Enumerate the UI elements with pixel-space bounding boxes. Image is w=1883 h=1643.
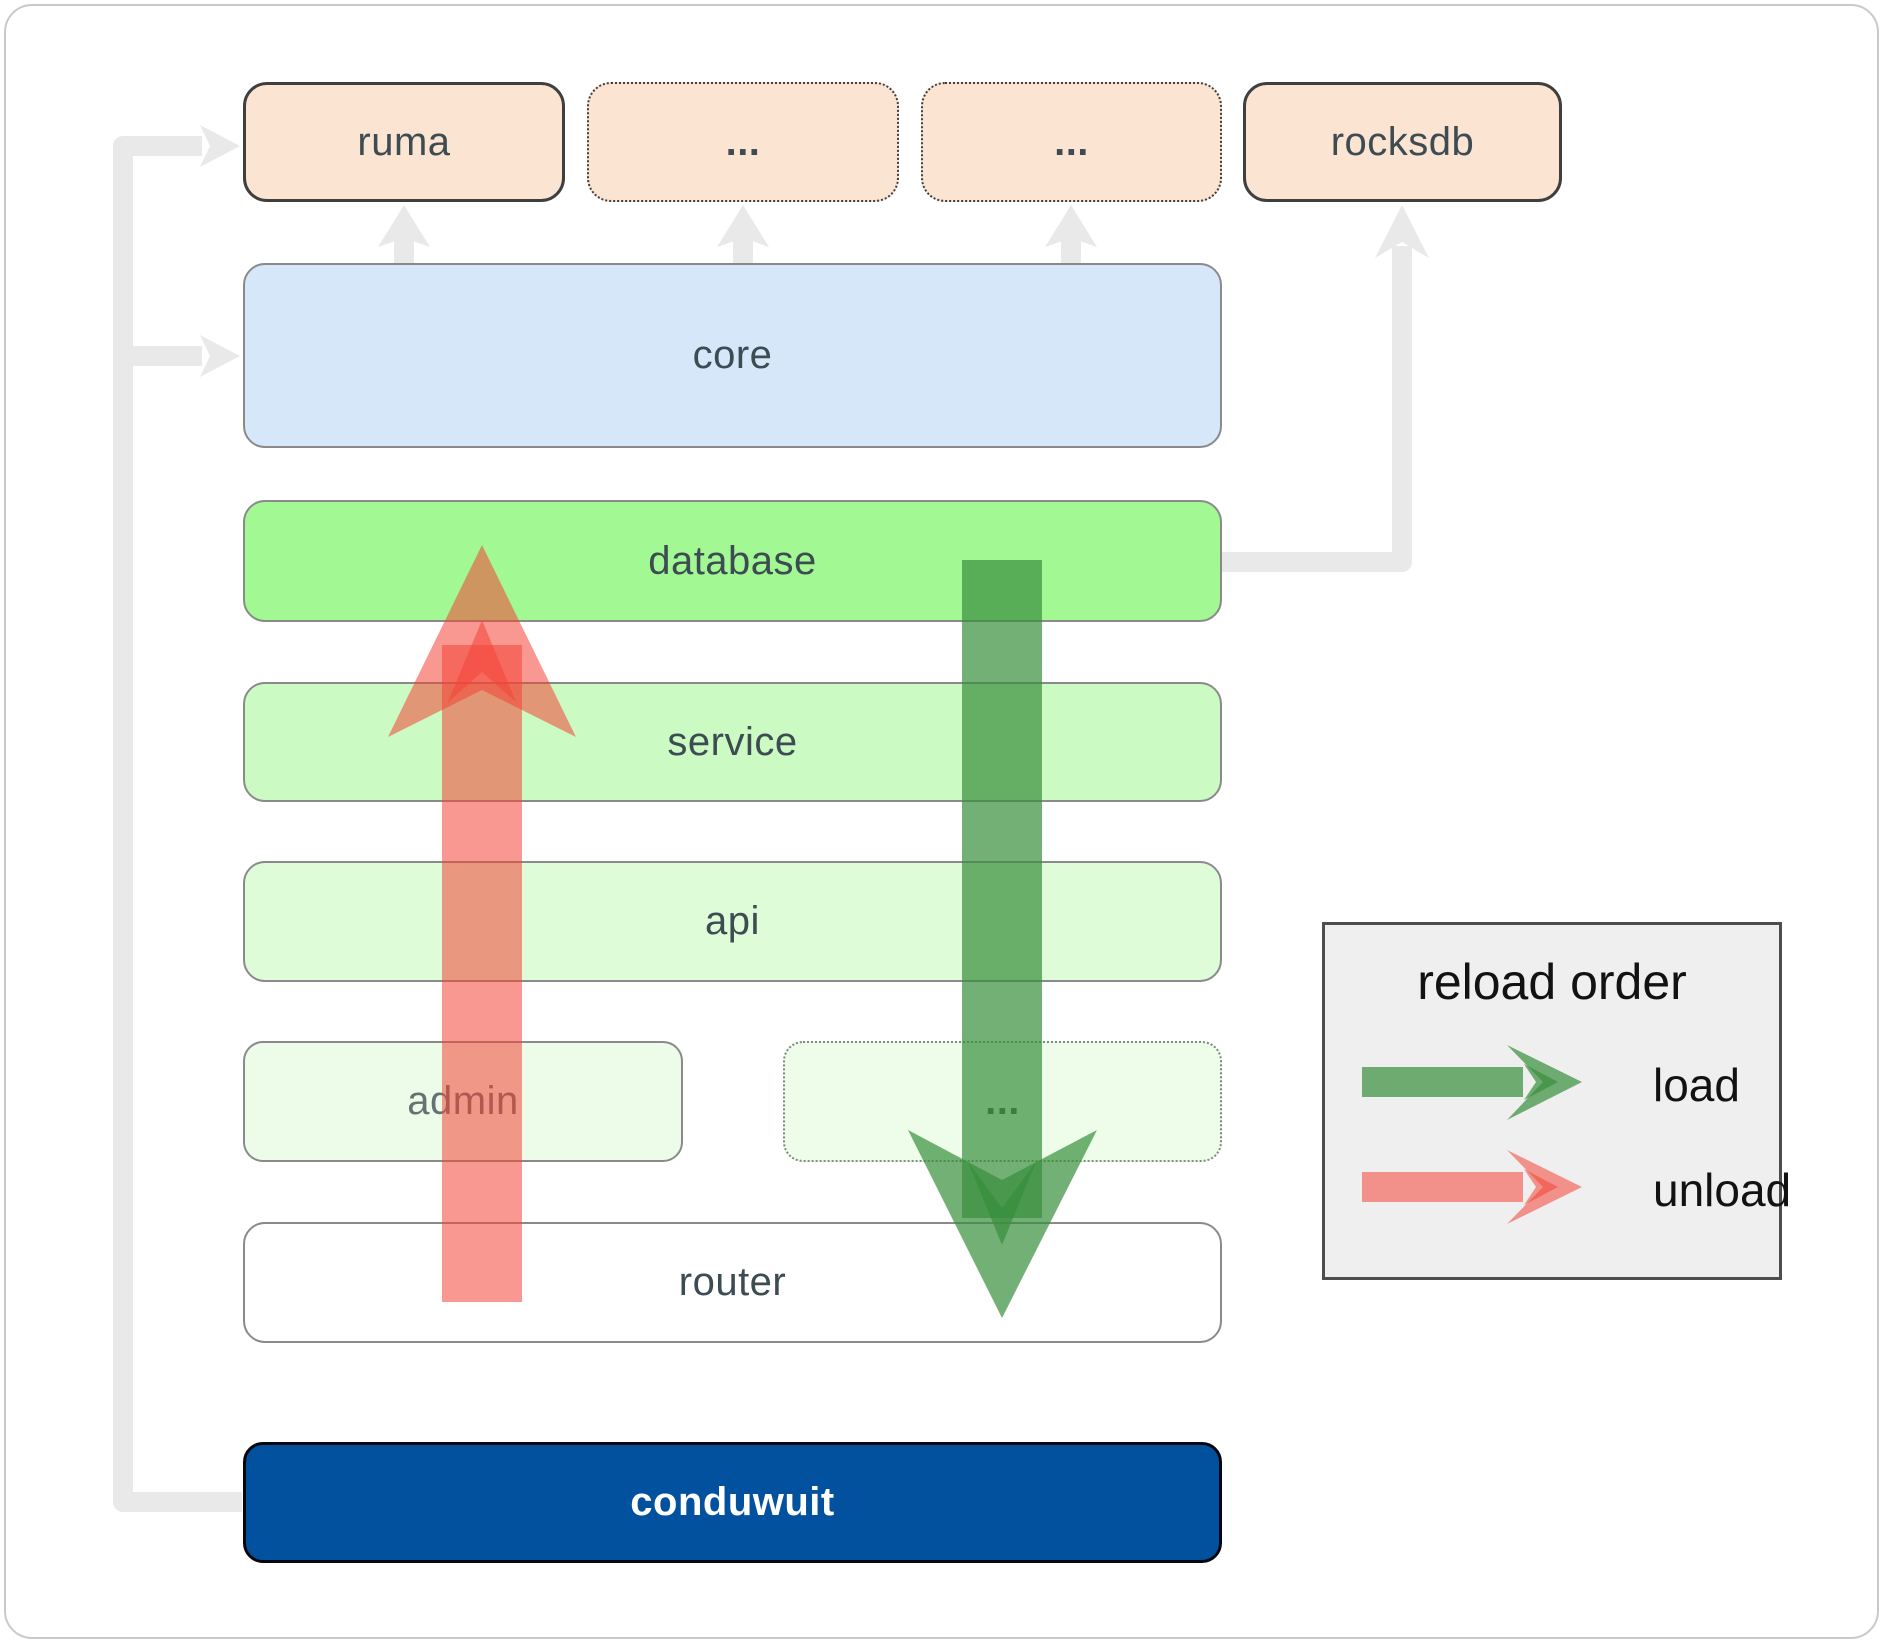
node-database-label: database (648, 538, 817, 583)
node-service-label: service (667, 719, 798, 764)
legend-load-label: load (1653, 1059, 1740, 1111)
arrowhead-into-core (200, 335, 240, 377)
node-api: api (243, 861, 1222, 982)
node-core-label: core (692, 333, 773, 377)
arrowhead-into-rocksdb (1375, 205, 1429, 258)
node-rocksdb: rocksdb (1243, 82, 1562, 202)
node-rocksdb-label: rocksdb (1330, 119, 1475, 164)
node-ruma-label: ruma (357, 119, 451, 164)
node-dots1-label: ... (725, 119, 761, 164)
node-dots-crate-2: ... (921, 82, 1222, 202)
core-to-ruma-arrow (378, 205, 430, 264)
node-service: service (243, 682, 1222, 802)
node-core: core (243, 263, 1222, 448)
node-dots-crate-1: ... (587, 82, 899, 202)
node-ruma: ruma (243, 82, 565, 202)
node-api-label: api (705, 899, 760, 943)
arrowhead-into-ruma (200, 125, 240, 167)
node-dots2-label: ... (1054, 119, 1089, 164)
node-router-label: router (678, 1260, 787, 1304)
node-database: database (243, 500, 1222, 622)
core-to-dots1-arrow (717, 205, 769, 264)
node-dots-service-more: ... (783, 1041, 1222, 1162)
node-router: router (243, 1222, 1222, 1343)
node-admin-label: admin (407, 1079, 519, 1123)
node-conduwuit: conduwuit (243, 1442, 1222, 1563)
legend-unload-label: unload (1653, 1164, 1792, 1216)
node-conduwuit-label: conduwuit (630, 1480, 835, 1524)
core-to-dots2-arrow (1045, 205, 1097, 264)
conduwuit-feedback-line (113, 136, 242, 1512)
node-dots3-label: ... (985, 1079, 1020, 1123)
node-admin: admin (243, 1041, 683, 1162)
database-to-rocksdb-line (1222, 246, 1412, 572)
legend: reload order load unload (1322, 922, 1791, 1280)
legend-title: reload order (1417, 954, 1687, 1010)
